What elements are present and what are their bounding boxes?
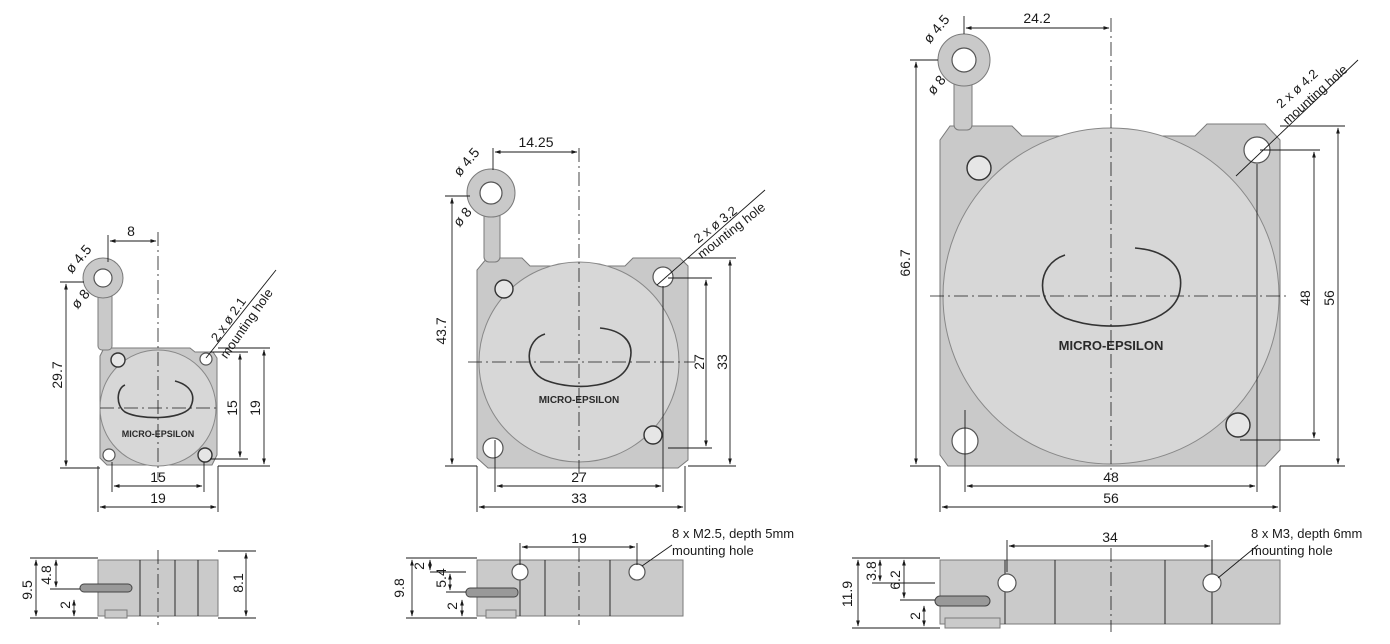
dim-small-hole-pitch-h: 15 bbox=[150, 469, 166, 485]
brand-label-large: MICRO-EPSILON bbox=[1059, 338, 1164, 353]
dim-large-height: 56 bbox=[1321, 290, 1337, 306]
dim-medium-hole-pitch-v: 27 bbox=[691, 354, 707, 370]
dim-small-side-total: 9.5 bbox=[19, 580, 35, 600]
dim-small-offset: 8 bbox=[127, 223, 135, 239]
dim-large-thread-pitch: 34 bbox=[1102, 529, 1118, 545]
dim-medium-height: 33 bbox=[714, 354, 730, 370]
dim-large-offset: 24.2 bbox=[1023, 10, 1050, 26]
dim-medium-offset: 14.25 bbox=[518, 134, 553, 150]
dim-large-side-wire-offset: 2 bbox=[907, 612, 923, 620]
dim-medium-side-total: 9.8 bbox=[391, 578, 407, 598]
dim-small-height: 19 bbox=[247, 400, 263, 416]
sensor-large-side-view: 34 11.9 3.8 6.2 2 8 x M3, depth 6mm moun… bbox=[839, 526, 1362, 632]
dim-small-side-body: 8.1 bbox=[230, 573, 246, 593]
note-large-thread-2: mounting hole bbox=[1251, 543, 1333, 558]
dim-medium-d-inner: ø 8 bbox=[450, 204, 475, 230]
dim-large-hole-pitch-v: 48 bbox=[1297, 290, 1313, 306]
dim-large-height-total: 66.7 bbox=[897, 249, 913, 276]
sensor-small-side-view: 9.5 4.8 2 8.1 bbox=[19, 550, 256, 625]
note-medium-thread-2: mounting hole bbox=[672, 543, 754, 558]
dim-large-side-a: 3.8 bbox=[863, 561, 879, 581]
dim-small-width: 19 bbox=[150, 490, 166, 506]
dim-medium-hole-pitch-h: 27 bbox=[571, 469, 587, 485]
dim-small-height-total: 29.7 bbox=[49, 361, 65, 388]
dim-small-side-wire-offset: 2 bbox=[57, 601, 73, 609]
dim-large-hole-pitch-h: 48 bbox=[1103, 469, 1119, 485]
dim-large-width: 56 bbox=[1103, 490, 1119, 506]
dim-medium-height-total: 43.7 bbox=[433, 317, 449, 344]
sensor-medium-side-view: 19 9.8 2 5.4 2 8 x M2.5, depth 5mm mount… bbox=[391, 526, 794, 625]
sensor-small-top-view: MICRO-EPSILON 29.7 8 ø 4.5 ø 8 15 19 15 … bbox=[49, 223, 277, 512]
dim-large-side-wire-height: 6.2 bbox=[887, 570, 903, 590]
sensor-large-top-view: MICRO-EPSILON 66.7 24.2 ø 4.5 ø 8 48 56 … bbox=[897, 10, 1359, 512]
dim-small-side-wire-height: 4.8 bbox=[38, 565, 54, 585]
note-large-thread-1: 8 x M3, depth 6mm bbox=[1251, 526, 1362, 541]
dim-medium-thread-pitch: 19 bbox=[571, 530, 587, 546]
dim-small-hole-pitch-v: 15 bbox=[224, 400, 240, 416]
sensor-medium-top-view: MICRO-EPSILON 43.7 14.25 ø 4.5 ø 8 27 33… bbox=[433, 134, 768, 512]
dim-medium-side-wire-offset: 2 bbox=[444, 602, 460, 610]
dim-medium-width: 33 bbox=[571, 490, 587, 506]
dim-medium-side-wire-height: 5.4 bbox=[433, 568, 449, 588]
dim-medium-side-a: 2 bbox=[411, 562, 427, 570]
dim-large-side-total: 11.9 bbox=[839, 581, 855, 607]
note-medium-thread-1: 8 x M2.5, depth 5mm bbox=[672, 526, 794, 541]
